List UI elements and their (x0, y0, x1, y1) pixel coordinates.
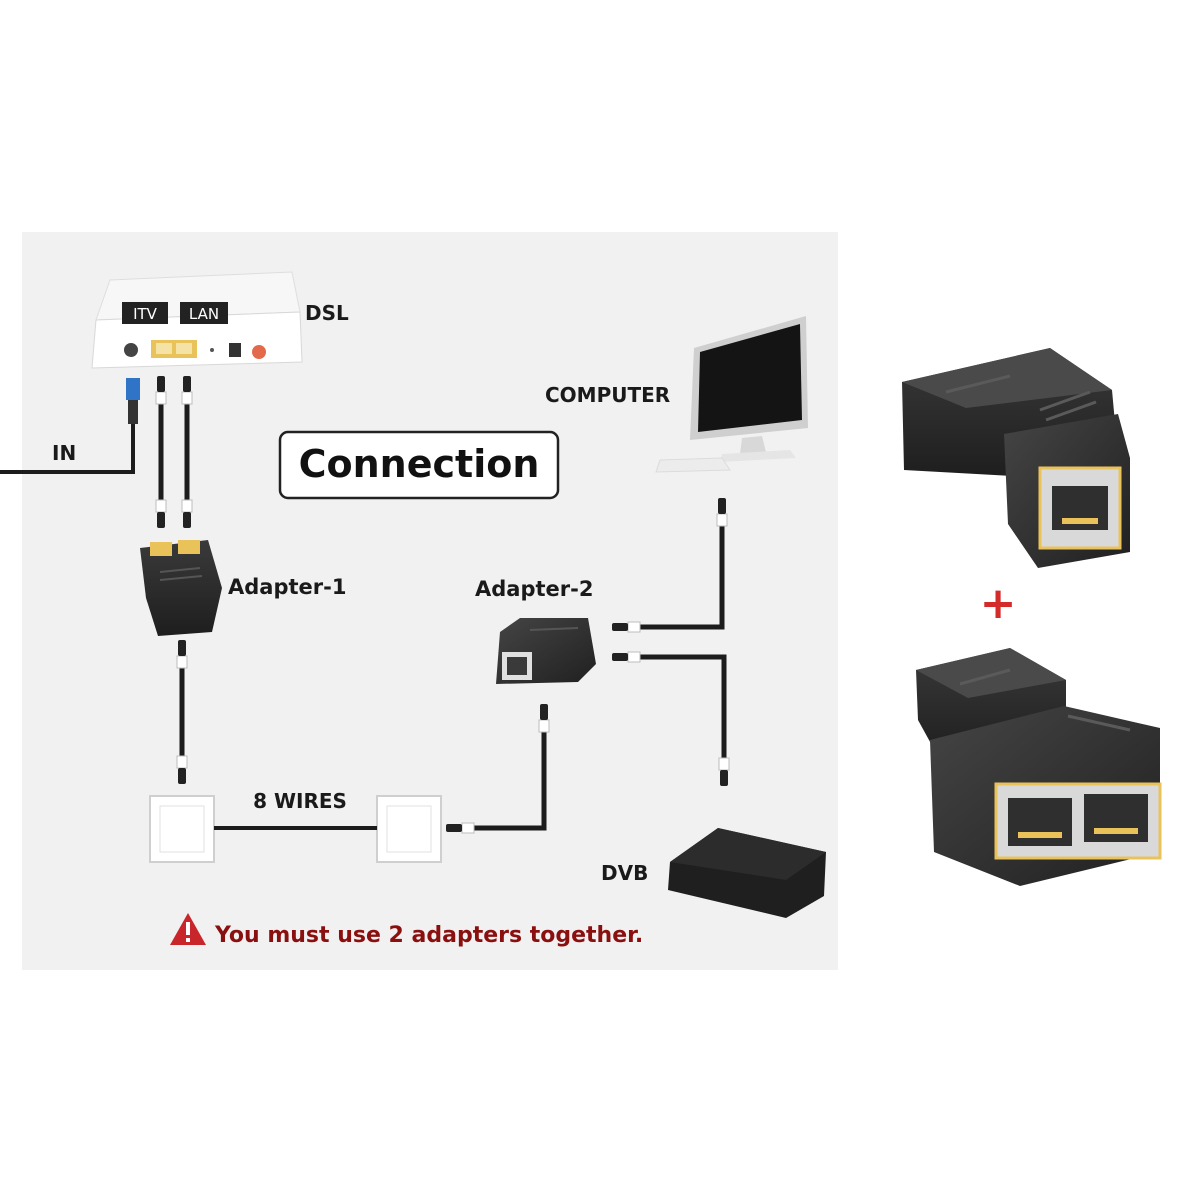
wall-plate-right-icon (376, 795, 442, 863)
cable-itv (155, 375, 167, 529)
cable-in (0, 420, 135, 474)
port-label-itv: ITV (133, 305, 158, 323)
warning-text: You must use 2 adapters together. (214, 923, 643, 948)
label-dsl: DSL (305, 301, 349, 325)
fiber-connector-icon (126, 378, 140, 424)
cable-adapter2-dvb (611, 651, 730, 787)
port-label-lan-box (180, 302, 228, 324)
title-box (278, 430, 560, 500)
port-label-itv-box (122, 302, 168, 324)
label-dvb: DVB (601, 861, 648, 885)
label-adapter-2: Adapter-2 (475, 577, 593, 601)
adapter-1-icon (140, 540, 222, 636)
plus-sign: + (980, 578, 1017, 629)
label-in: IN (52, 441, 76, 465)
cable-lan (181, 375, 193, 529)
adapter-2-icon (496, 618, 596, 684)
port-label-lan: LAN (189, 305, 219, 323)
label-computer: COMPUTER (545, 383, 670, 407)
cable-wall-adapter2 (445, 703, 550, 834)
label-adapter-1: Adapter-1 (228, 575, 346, 599)
computer-icon (655, 316, 808, 473)
wall-plate-left-icon (149, 795, 215, 863)
cable-adapter1-wall (176, 639, 188, 785)
cable-adapter2-computer (611, 497, 728, 633)
adapter-dual-port-icon (916, 648, 1162, 886)
title: Connection (299, 442, 540, 486)
dvb-box-icon (668, 828, 826, 918)
warning-icon (170, 913, 206, 945)
label-8-wires: 8 WIRES (253, 789, 347, 813)
adapter-single-port-icon (902, 348, 1130, 568)
